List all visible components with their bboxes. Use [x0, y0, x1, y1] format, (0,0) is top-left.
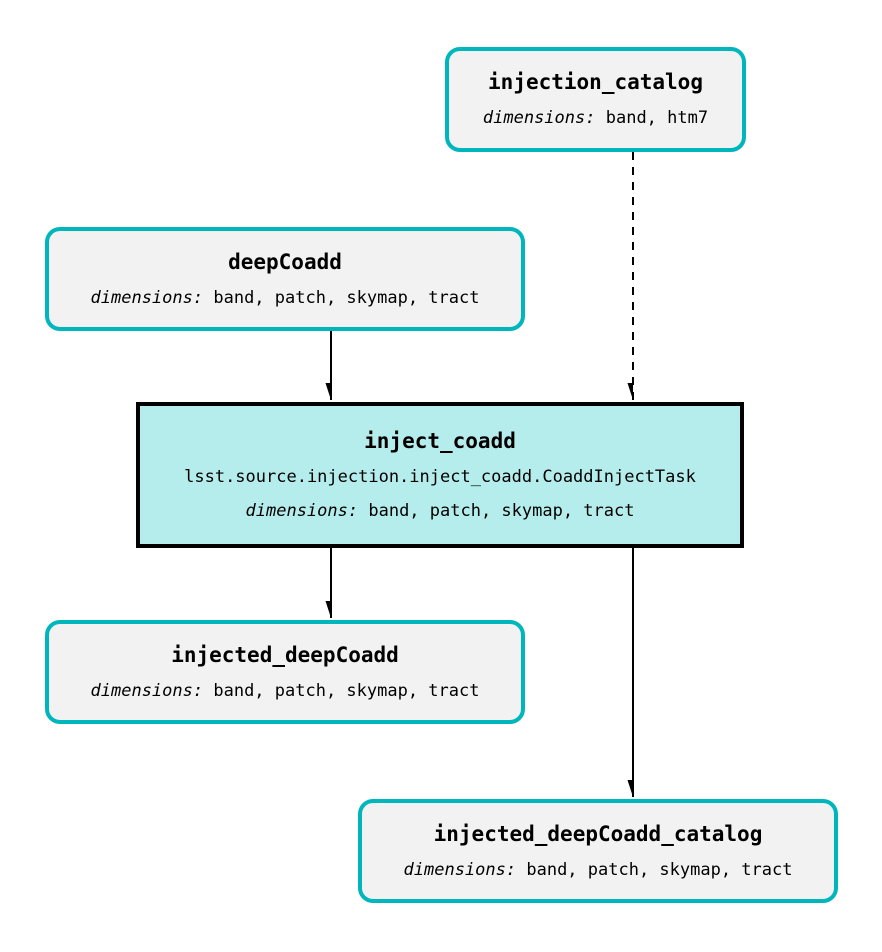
node-title: inject_coadd [364, 428, 516, 453]
node-injected-deepCoadd: injected_deepCoadd dimensions: band, pat… [45, 620, 525, 724]
dimensions-line: dimensions: band, patch, skymap, tract [403, 859, 793, 880]
node-title: injection_catalog [488, 70, 703, 95]
dimensions-line: dimensions: band, patch, skymap, tract [90, 287, 480, 308]
node-inject-coadd: inject_coadd lsst.source.injection.injec… [136, 402, 744, 548]
dimensions-line: dimensions: band, htm7 [483, 109, 708, 128]
dimensions-values: band, patch, skymap, tract [213, 680, 480, 701]
node-injected-deepCoadd-catalog: injected_deepCoadd_catalog dimensions: b… [358, 799, 838, 903]
dimensions-label: dimensions: [90, 680, 204, 701]
dimensions-line: dimensions: band, patch, skymap, tract [90, 680, 480, 701]
node-deepCoadd: deepCoadd dimensions: band, patch, skyma… [45, 227, 525, 331]
dimensions-label: dimensions: [482, 108, 596, 129]
dimensions-label: dimensions: [245, 500, 359, 521]
dimensions-values: band, patch, skymap, tract [213, 287, 480, 308]
dimensions-values: band, htm7 [605, 108, 709, 129]
dimensions-values: band, patch, skymap, tract [526, 859, 793, 880]
node-title: injected_deepCoadd [171, 642, 399, 667]
node-title: injected_deepCoadd_catalog [433, 821, 763, 846]
dimensions-line: dimensions: band, patch, skymap, tract [245, 500, 635, 521]
dimensions-values: band, patch, skymap, tract [368, 500, 635, 521]
node-title: deepCoadd [228, 249, 342, 274]
task-class-line: lsst.source.injection.inject_coadd.Coadd… [184, 466, 696, 487]
dimensions-label: dimensions: [90, 287, 204, 308]
dimensions-label: dimensions: [403, 859, 517, 880]
node-injection-catalog: injection_catalog dimensions: band, htm7 [445, 47, 746, 152]
